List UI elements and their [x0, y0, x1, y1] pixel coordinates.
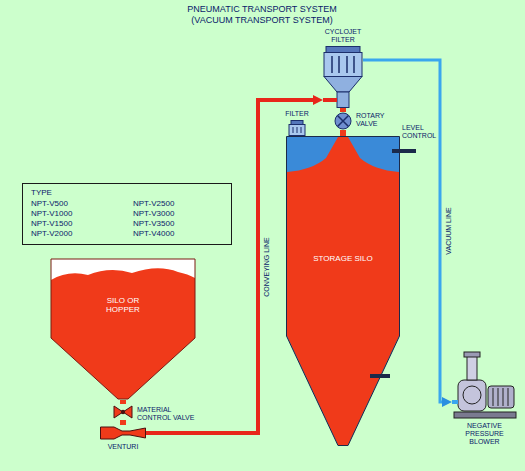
hopper: SILO OR HOPPER [50, 258, 196, 400]
hopper-empty-space [51, 259, 195, 399]
table-cell: NPT-V2500 [133, 199, 174, 209]
rotary-valve-drawing [334, 112, 352, 130]
blower-drawing [452, 350, 517, 420]
part-label: NEGATIVE PRESSURE BLOWER [450, 422, 520, 446]
subtitle: (VACUUM TRANSPORT SYSTEM) [132, 15, 392, 26]
type-column: NPT-V2500NPT-V3000NPT-V3500NPT-V4000 [133, 199, 174, 239]
vent-filter-drawing [288, 120, 306, 136]
filter-cap [326, 47, 360, 53]
cyclone-cone [324, 77, 362, 93]
vent-filter-body [289, 125, 305, 136]
bulk-material [51, 268, 195, 399]
outlet-pipe [120, 420, 126, 425]
part-label: FILTER [282, 110, 312, 118]
low-level-probe [370, 374, 390, 378]
hopper-outline [51, 259, 195, 399]
cyclone-neck [337, 92, 349, 108]
part-label: ROTARY VALVE [356, 112, 392, 128]
rotary-blades [338, 116, 349, 127]
type-columns: NPT-V500NPT-V1000NPT-V1500NPT-V2000NPT-V… [31, 199, 223, 239]
part-label: SILO OR HOPPER [97, 296, 149, 314]
rotary-valve: ROTARY VALVE [334, 112, 352, 130]
table-cell: NPT-V1500 [31, 219, 133, 229]
hopper-drawing [50, 258, 196, 400]
silencer-stack [467, 356, 477, 380]
vent-filter: FILTER [288, 120, 306, 136]
inlet-stub [452, 400, 458, 404]
part-label: CYCLOJET FILTER [321, 28, 365, 44]
material-feed [340, 108, 346, 112]
blower: NEGATIVE PRESSURE BLOWER [452, 350, 517, 420]
table-cell: NPT-V1000 [31, 209, 133, 219]
table-header: TYPE [31, 188, 223, 198]
line-label: VACUUM LINE [444, 207, 452, 254]
type-table: TYPENPT-V500NPT-V1000NPT-V1500NPT-V2000N… [22, 183, 232, 245]
blower-base [454, 412, 516, 418]
filter-housing [324, 53, 362, 77]
venturi: VENTURI [100, 425, 146, 441]
control-valve-drawing [113, 404, 133, 420]
cyclojet-filter-drawing [323, 46, 363, 108]
stored-material [287, 137, 399, 445]
level-probe [392, 149, 416, 153]
motor-ribs [493, 388, 508, 406]
outlet-pipe [120, 400, 126, 404]
filter-bags [332, 56, 354, 73]
table-cell: NPT-V3000 [133, 209, 174, 219]
silo-outline [287, 137, 400, 446]
silo-air-space [287, 137, 400, 446]
cyclojet-filter: CYCLOJET FILTER [323, 46, 363, 108]
venturi-tube [101, 427, 146, 439]
filter-fins [293, 127, 301, 133]
diagram-title: PNEUMATIC TRANSPORT SYSTEM [132, 4, 392, 15]
level-control: LEVEL CONTROL [392, 148, 416, 154]
storage-silo: STORAGE SILO [286, 136, 400, 446]
material-feed [340, 130, 346, 136]
part-label: LEVEL CONTROL [402, 124, 438, 140]
motor [488, 386, 514, 408]
part-label: STORAGE SILO [313, 254, 373, 263]
vent-cap [291, 121, 303, 125]
table-cell: NPT-V500 [31, 199, 133, 209]
blower-lobe [463, 386, 481, 404]
line-label: CONVEYING LINE [263, 237, 271, 297]
table-cell: NPT-V2000 [31, 229, 133, 239]
table-cell: NPT-V3500 [133, 219, 174, 229]
blower-housing [458, 380, 486, 411]
level-control-drawing [392, 148, 416, 154]
table-cell: NPT-V4000 [133, 229, 174, 239]
inlet-stub [323, 98, 337, 102]
title-block: PNEUMATIC TRANSPORT SYSTEM(VACUUM TRANSP… [132, 4, 392, 26]
type-column: NPT-V500NPT-V1000NPT-V1500NPT-V2000 [31, 199, 133, 239]
stack-cap [464, 352, 480, 357]
rotary-body [335, 113, 351, 129]
control-valve: MATERIAL CONTROL VALVE [113, 404, 133, 420]
valve-hub [121, 410, 125, 414]
venturi-drawing [100, 425, 146, 441]
part-label: MATERIAL CONTROL VALVE [137, 406, 201, 422]
part-label: VENTURI [101, 443, 145, 451]
storage-silo-drawing [286, 136, 400, 446]
